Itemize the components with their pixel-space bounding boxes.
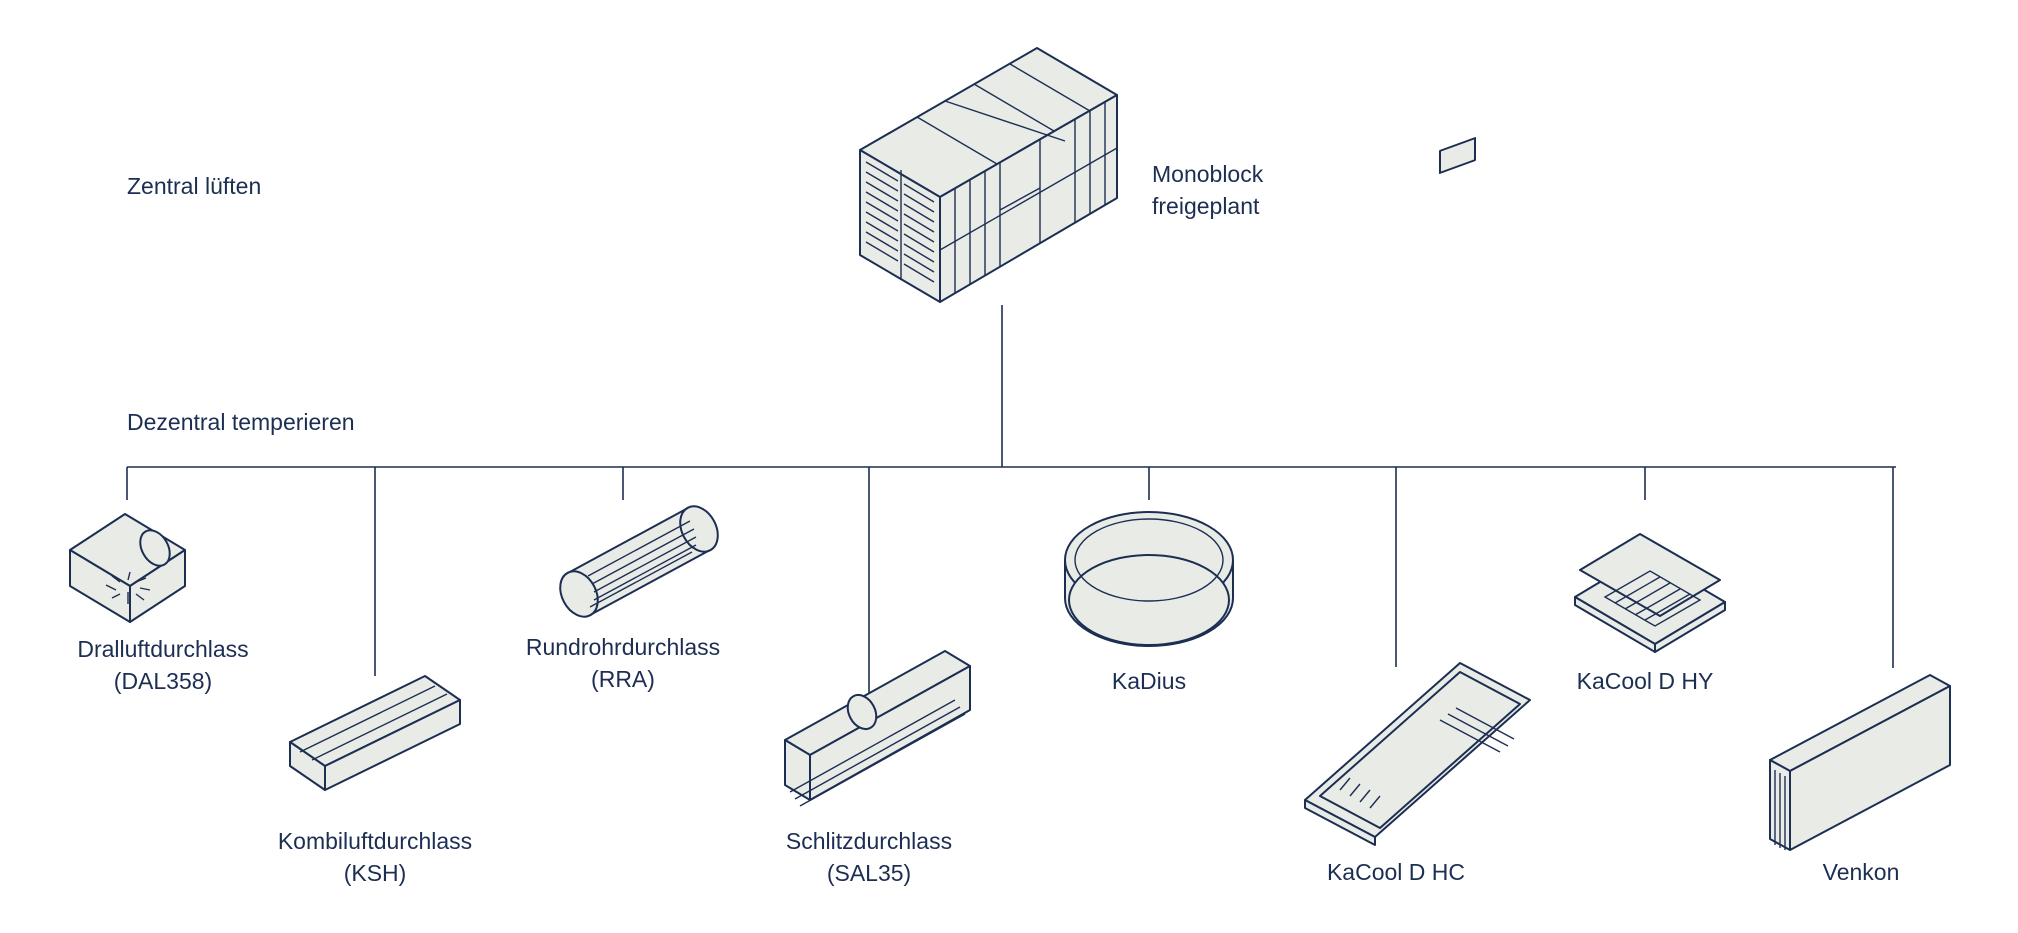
- product-label-rra-line2: (RRA): [591, 666, 655, 692]
- tree-connectors: [126, 305, 1896, 710]
- root-label-line1: Monoblock: [1152, 161, 1264, 187]
- product-label-kacool-hy: KaCool D HY: [1577, 668, 1714, 694]
- swirl-diffuser-icon: [69, 513, 186, 623]
- section-label-decentral: Dezentral temperieren: [127, 409, 355, 435]
- product-label-rra-line1: Rundrohrdurchlass: [526, 634, 720, 660]
- product-label-ksh-line2: (KSH): [344, 860, 407, 886]
- air-handling-unit-icon: [859, 47, 1118, 303]
- product-label-kacool-hc: KaCool D HC: [1327, 859, 1465, 885]
- product-label-dal358-line1: Dralluftdurchlass: [77, 636, 248, 662]
- product-label-venkon: Venkon: [1823, 859, 1900, 885]
- slot-diffuser-icon: [784, 650, 971, 807]
- ceiling-cassette-hc-icon: [1304, 137, 1531, 846]
- round-duct-outlet-icon: [559, 505, 719, 618]
- product-label-sal35-line1: Schlitzdurchlass: [786, 828, 952, 854]
- product-label-dal358-line2: (DAL358): [114, 668, 212, 694]
- product-label-kadius: KaDius: [1112, 668, 1186, 694]
- ceiling-cassette-hy-icon: [1574, 533, 1726, 653]
- product-label-ksh-line1: Kombiluftdurchlass: [278, 828, 472, 854]
- combination-diffuser-icon: [289, 675, 461, 791]
- fan-coil-unit-icon: [1769, 674, 1951, 851]
- product-label-sal35-line2: (SAL35): [827, 860, 911, 886]
- root-label-line2: freigeplant: [1152, 193, 1260, 219]
- section-label-central: Zentral lüften: [127, 173, 261, 199]
- round-ceiling-unit-icon: [1064, 511, 1234, 647]
